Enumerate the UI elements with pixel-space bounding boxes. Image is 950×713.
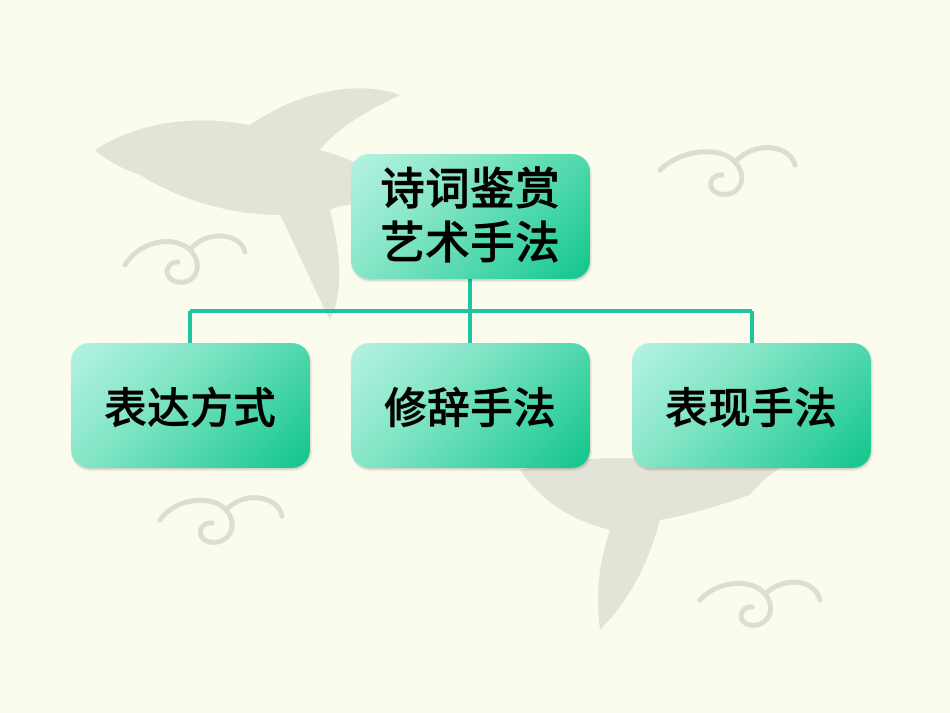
child-node-rhetorical-devices: 修辞手法 bbox=[351, 343, 590, 468]
child-node-expression-modes: 表达方式 bbox=[71, 343, 310, 468]
root-node-line2: 艺术手法 bbox=[380, 217, 561, 269]
cloud-decoration-right-bottom bbox=[697, 579, 823, 628]
cloud-decoration-left-bottom bbox=[157, 495, 285, 545]
root-node-line1: 诗词鉴赏 bbox=[380, 163, 561, 215]
root-node: 诗词鉴赏 艺术手法 bbox=[351, 154, 590, 279]
cloud-decoration-right-top bbox=[657, 145, 798, 197]
cloud-decoration-left bbox=[122, 233, 248, 285]
crane-decoration-top bbox=[95, 88, 420, 320]
child-node-presentation-techniques: 表现手法 bbox=[632, 343, 871, 468]
crane-decoration-bottom bbox=[520, 436, 830, 630]
